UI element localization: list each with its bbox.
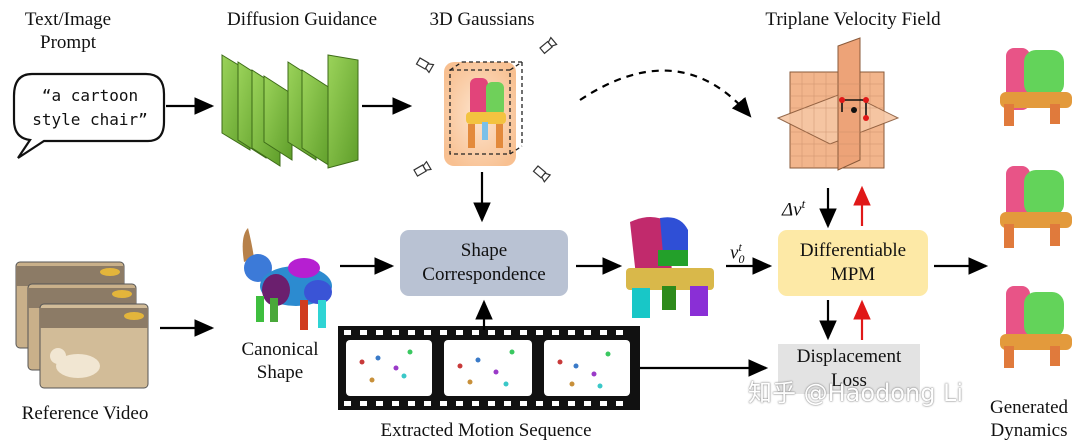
differentiable-mpm-box: Differentiable MPM [778, 230, 928, 296]
prompt-label-line2: Prompt [40, 32, 96, 53]
v0-sup: t [738, 240, 742, 254]
diffusion-guidance-label: Diffusion Guidance [226, 9, 378, 30]
loss-line2: Loss [831, 370, 867, 391]
delta-v-label: Δvt [782, 192, 805, 221]
prompt-label: Text/Image Prompt [18, 8, 118, 54]
prompt-text: “a cartoon style chair” [22, 84, 158, 132]
v0-sub: 0 [738, 252, 745, 267]
generated-line2: Dynamics [990, 420, 1068, 441]
prompt-speech-bubble [12, 72, 166, 159]
camera-icons [413, 36, 558, 183]
delta-v-sup: t [801, 196, 806, 211]
prompt-text-line1: “a cartoon [41, 86, 139, 105]
mpm-line1: Differentiable [799, 240, 907, 261]
gaussians-label: 3D Gaussians [429, 9, 535, 30]
loss-line1: Displacement [796, 346, 902, 367]
mpm-line2: MPM [830, 264, 876, 285]
diffusion-network-layers [221, 54, 359, 169]
reference-video-frames [15, 261, 149, 389]
flow-arrows [160, 69, 989, 377]
canonical-shape-label: Canonical Shape [226, 338, 334, 384]
corresponded-chair-mesh [626, 217, 714, 318]
shape-correspondence-box: Shape Correspondence [400, 230, 568, 296]
shape-correspondence-line1: Shape [460, 240, 508, 261]
triplane-velocity-field [776, 37, 900, 171]
reference-video-label: Reference Video [21, 403, 149, 424]
delta-v-text: Δv [782, 199, 802, 221]
triplane-label: Triplane Velocity Field [765, 9, 941, 30]
shape-correspondence-line2: Correspondence [422, 264, 546, 285]
v0-label: v0t [730, 236, 745, 271]
v0-text: v [730, 242, 739, 264]
motion-sequence-label: Extracted Motion Sequence [380, 420, 592, 441]
gaussians-3d-object [444, 61, 523, 166]
motion-film-strip [338, 326, 640, 410]
generated-dynamics-label: Generated Dynamics [982, 396, 1076, 442]
generated-dynamics-chairs [1000, 48, 1072, 368]
generated-line1: Generated [989, 397, 1069, 418]
prompt-label-line1: Text/Image [24, 9, 112, 30]
canonical-line2: Shape [256, 362, 304, 383]
canonical-line1: Canonical [241, 339, 319, 360]
watermark: 知乎 @Haodong Li [748, 379, 964, 407]
prompt-text-line2: style chair” [32, 110, 148, 129]
displacement-loss-box: Displacement Loss [778, 344, 920, 394]
canonical-cat-shape [242, 228, 332, 330]
